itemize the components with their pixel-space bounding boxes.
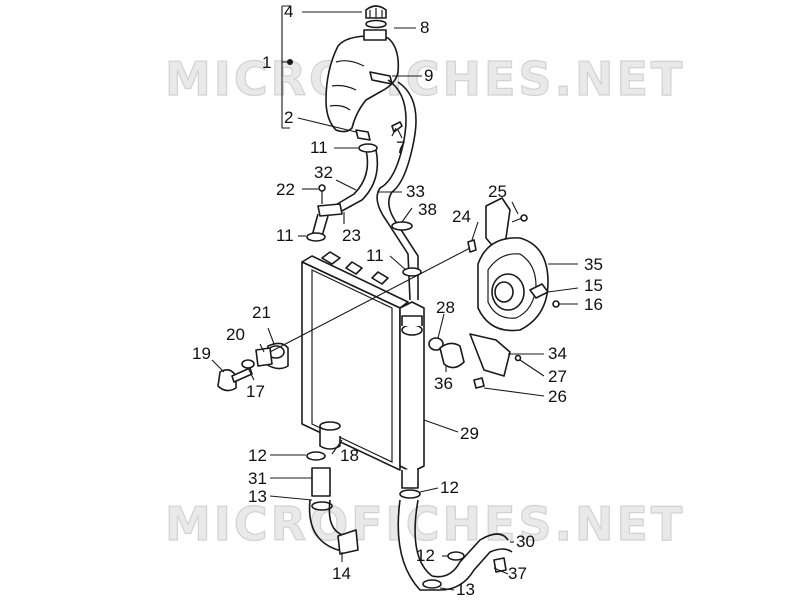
callout-12-right: 12 bbox=[440, 478, 459, 497]
callout-4: 4 bbox=[284, 2, 293, 21]
callout-28: 28 bbox=[436, 298, 455, 317]
callout-25: 25 bbox=[488, 182, 507, 201]
drain-plug bbox=[439, 342, 465, 369]
callout-29: 29 bbox=[460, 424, 479, 443]
cap-gasket bbox=[365, 19, 387, 29]
callout-11-mid: 11 bbox=[366, 246, 384, 265]
callout-27: 27 bbox=[548, 367, 567, 386]
callout-12-left: 12 bbox=[248, 446, 267, 465]
callout-2: 2 bbox=[284, 108, 293, 127]
callout-36: 36 bbox=[434, 374, 453, 393]
hose-clamp-38 bbox=[391, 221, 413, 231]
callout-labels: 4 8 1 9 2 11 7 32 22 33 25 38 24 11 23 1… bbox=[192, 2, 603, 599]
callout-21: 21 bbox=[252, 303, 271, 322]
radiator-side-tank bbox=[399, 301, 425, 473]
radiator-mount-hardware bbox=[217, 342, 289, 392]
callout-14: 14 bbox=[332, 564, 351, 583]
callout-38: 38 bbox=[418, 200, 437, 219]
callout-37: 37 bbox=[508, 564, 527, 583]
callout-1: 1 bbox=[262, 53, 271, 72]
callout-32: 32 bbox=[314, 163, 333, 182]
callout-11-left: 11 bbox=[276, 226, 294, 245]
callout-23: 23 bbox=[342, 226, 361, 245]
callout-15: 15 bbox=[584, 276, 603, 295]
expansion-tank-assembly bbox=[281, 5, 403, 141]
callout-18: 18 bbox=[340, 446, 359, 465]
callout-11-top: 11 bbox=[310, 138, 328, 157]
expansion-tank bbox=[325, 35, 400, 133]
cooling-fan-assembly bbox=[467, 197, 560, 389]
callout-33: 33 bbox=[406, 182, 425, 201]
callout-16: 16 bbox=[584, 295, 603, 314]
callout-35: 35 bbox=[584, 255, 603, 274]
callout-13-bottom: 13 bbox=[456, 580, 475, 599]
callout-20: 20 bbox=[226, 325, 245, 344]
callout-22: 22 bbox=[276, 180, 295, 199]
callout-30: 30 bbox=[516, 532, 535, 551]
callout-31: 31 bbox=[248, 469, 267, 488]
callout-17: 17 bbox=[246, 382, 265, 401]
callout-26: 26 bbox=[548, 387, 567, 406]
callout-34: 34 bbox=[548, 344, 567, 363]
callout-8: 8 bbox=[420, 18, 429, 37]
radiator bbox=[301, 251, 425, 489]
watermark-bottom: MICROFICHES.NET bbox=[165, 497, 685, 551]
callout-7: 7 bbox=[396, 138, 405, 157]
callout-19: 19 bbox=[192, 344, 211, 363]
watermark-top: MICROFICHES.NET bbox=[165, 52, 685, 106]
callout-13-left: 13 bbox=[248, 487, 267, 506]
callout-9: 9 bbox=[424, 66, 433, 85]
callout-24: 24 bbox=[452, 207, 471, 226]
leader-lines bbox=[211, 11, 579, 591]
callout-12-bottom: 12 bbox=[416, 546, 435, 565]
